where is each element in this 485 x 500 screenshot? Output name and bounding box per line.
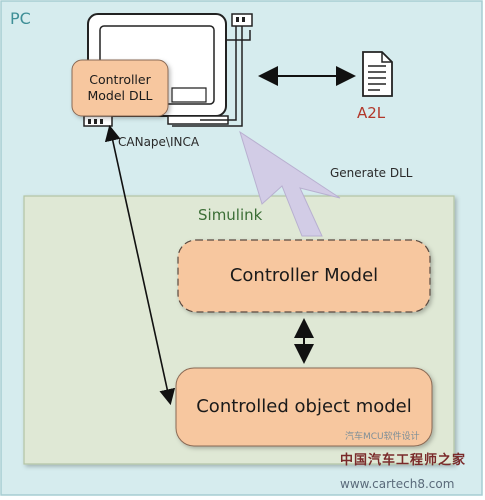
watermark-url: www.cartech8.com	[340, 477, 455, 491]
controller-model-box	[177, 239, 431, 313]
controlled-object-box	[175, 367, 433, 447]
simulink-label: Simulink	[198, 206, 263, 224]
dll-object-arrow	[104, 124, 176, 406]
controlled-object-label: Controlled object model	[196, 395, 412, 417]
generate-dll-arrow	[239, 130, 341, 237]
generate-dll-label: Generate DLL	[330, 166, 413, 180]
controller-model-label: Controller Model	[229, 264, 379, 286]
controller-dll-box	[71, 59, 169, 117]
watermark-cn: 中国汽车工程师之家	[340, 453, 467, 468]
a2l-label: A2L	[357, 104, 386, 122]
a2l-document-icon	[362, 51, 393, 97]
watermark-small: 汽车MCU软件设计	[345, 432, 420, 442]
controller-dll-label: Controller Model DLL	[87, 72, 153, 103]
pc-label: PC	[10, 9, 31, 28]
canape-inca-label: CANape\INCA	[118, 135, 200, 149]
